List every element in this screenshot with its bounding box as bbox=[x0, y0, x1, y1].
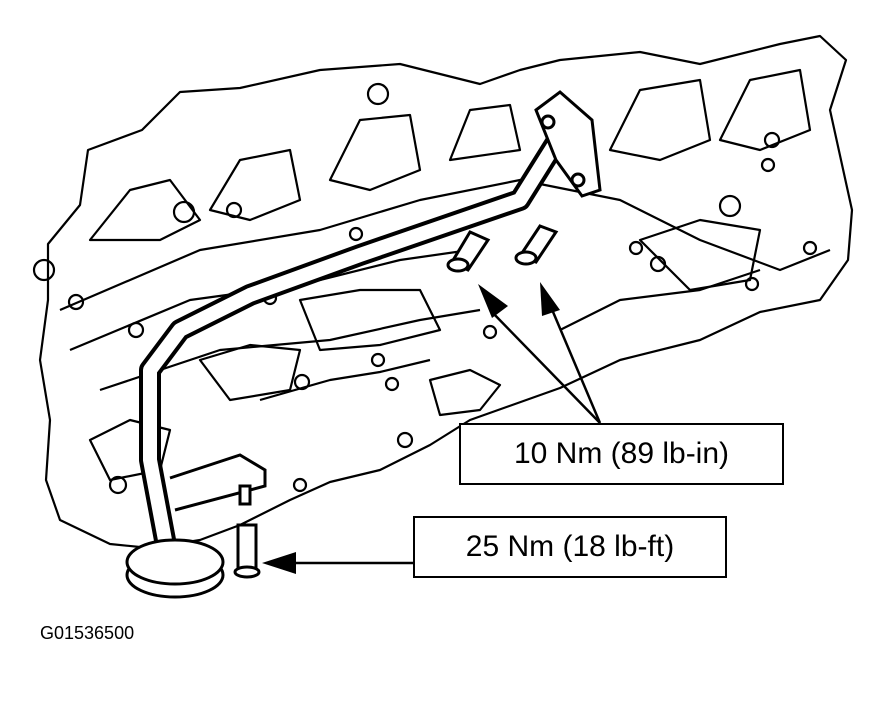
upper-flange-bolts bbox=[446, 224, 559, 273]
arrow-heads bbox=[262, 282, 560, 574]
figure-id: G01536500 bbox=[40, 623, 135, 643]
torque-label-lower: 25 Nm (18 lb-ft) bbox=[465, 530, 675, 563]
upper-bolt-left bbox=[446, 230, 491, 273]
leader-lines bbox=[290, 299, 602, 565]
lower-bracket-bolt bbox=[233, 484, 261, 579]
pickup-tube-flange bbox=[534, 90, 602, 198]
oil-pickup-screen bbox=[125, 538, 225, 599]
oil-pickup-tube bbox=[139, 117, 576, 551]
torque-label-upper: 10 Nm (89 lb-in) bbox=[513, 437, 730, 470]
upper-bolt-right bbox=[514, 224, 559, 266]
torque-callout-lower-bolt: 25 Nm (18 lb-ft) bbox=[413, 516, 727, 578]
arrow-upper-left bbox=[478, 284, 508, 318]
pickup-tube-bracket bbox=[169, 453, 267, 512]
arrow-lower bbox=[262, 552, 296, 574]
arrow-upper-right bbox=[540, 282, 560, 316]
torque-callout-upper-bolts: 10 Nm (89 lb-in) bbox=[459, 423, 784, 485]
engine-block bbox=[32, 34, 854, 550]
